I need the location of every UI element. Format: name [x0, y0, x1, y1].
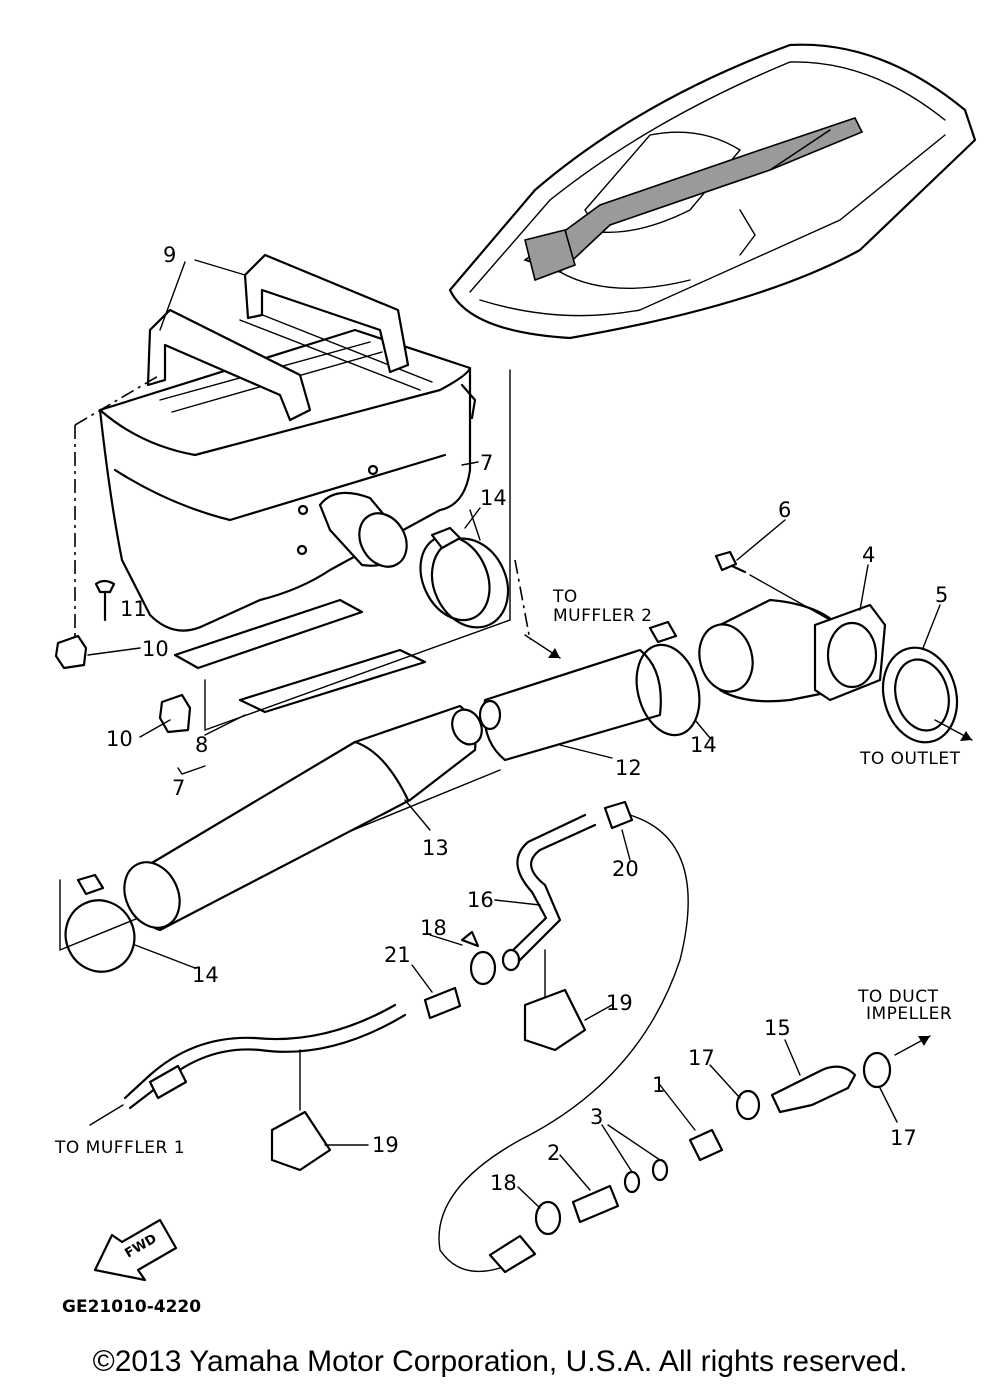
to-muffler-2-line2: MUFFLER 2	[553, 606, 652, 626]
watercraft-overview	[448, 43, 977, 340]
diagram-code: GE21010-4220	[62, 1297, 201, 1317]
callout-18-upper: 18	[420, 916, 447, 940]
to-duct-line1: TO DUCT	[857, 987, 939, 1007]
callout-11: 11	[120, 597, 147, 621]
callout-6: 6	[778, 498, 791, 522]
callout-5: 5	[935, 583, 948, 607]
callout-14-upper: 14	[480, 486, 507, 510]
callout-1: 1	[652, 1073, 665, 1097]
exhaust-tube-part-13	[123, 704, 483, 932]
callout-9: 9	[163, 243, 176, 267]
callout-2: 2	[547, 1141, 560, 1165]
callout-21: 21	[384, 943, 411, 967]
clamp-part-18-upper	[460, 930, 497, 986]
callout-17-left: 17	[688, 1046, 715, 1070]
fitting-part-20	[603, 800, 634, 830]
box-outlet-pipe	[318, 491, 510, 629]
exhaust-parts-diagram: FWD 9 7 14 6 4 5 11 10	[54, 43, 977, 1317]
clamp-part-17-left	[735, 1089, 761, 1121]
bracket-part-19-lower	[270, 1110, 332, 1172]
callout-19-lower: 19	[372, 1133, 399, 1157]
callout-7-lower: 7	[172, 776, 185, 800]
gasket-part-5	[881, 646, 959, 744]
copyright-notice: ©2013 Yamaha Motor Corporation, U.S.A. A…	[92, 1345, 908, 1378]
clip-part-10-upper	[54, 634, 88, 670]
flow-arrows	[524, 634, 973, 1056]
callout-14-left: 14	[192, 963, 219, 987]
hose-part-12	[478, 648, 662, 762]
callout-10-upper: 10	[142, 637, 169, 661]
bolt-part-11	[94, 579, 116, 622]
waterlock-box	[98, 311, 477, 632]
to-duct-line2: IMPELLER	[866, 1004, 952, 1024]
connector-part-21	[423, 986, 462, 1020]
to-outlet-label: TO OUTLET	[859, 749, 961, 769]
clip-part-10-lower	[158, 693, 192, 734]
callout-17-right: 17	[890, 1126, 917, 1150]
clamp-part-18-lower	[534, 1200, 562, 1236]
callout-20: 20	[612, 857, 639, 881]
callout-7-upper: 7	[480, 451, 493, 475]
bracket-part-19-upper	[523, 988, 587, 1052]
callout-3: 3	[590, 1105, 603, 1129]
washer-part-3	[623, 1158, 669, 1194]
clamp-part-14-left	[64, 873, 136, 973]
callout-10-lower: 10	[106, 727, 133, 751]
callout-15: 15	[764, 1016, 791, 1040]
elbow-part-4	[698, 598, 887, 703]
fwd-arrow-icon: FWD	[93, 1218, 178, 1282]
hose-part-16	[501, 813, 597, 972]
callout-14-right: 14	[690, 733, 717, 757]
strap-part-9	[146, 253, 410, 422]
callout-19-upper: 19	[606, 991, 633, 1015]
drain-hose-loop	[438, 814, 689, 1274]
clamp-part-17-right	[862, 1051, 892, 1089]
clamp-part-14-right	[635, 620, 701, 737]
callout-18-lower: 18	[490, 1171, 517, 1195]
hose-part-15	[770, 1065, 857, 1114]
callout-16: 16	[467, 888, 494, 912]
to-muffler-1-label: TO MUFFLER 1	[54, 1138, 185, 1158]
to-muffler-2-line1: TO	[552, 587, 578, 607]
gasket-part-8	[173, 598, 427, 714]
callout-12: 12	[615, 756, 642, 780]
nipple-part-1	[688, 1128, 724, 1162]
leader-lines	[87, 259, 941, 1209]
callout-8: 8	[195, 733, 208, 757]
callout-4: 4	[862, 543, 875, 567]
fitting-part-2	[571, 1184, 620, 1224]
hose-to-muffler-1	[89, 949, 546, 1126]
callout-13: 13	[422, 836, 449, 860]
bolt-part-6	[714, 550, 831, 621]
